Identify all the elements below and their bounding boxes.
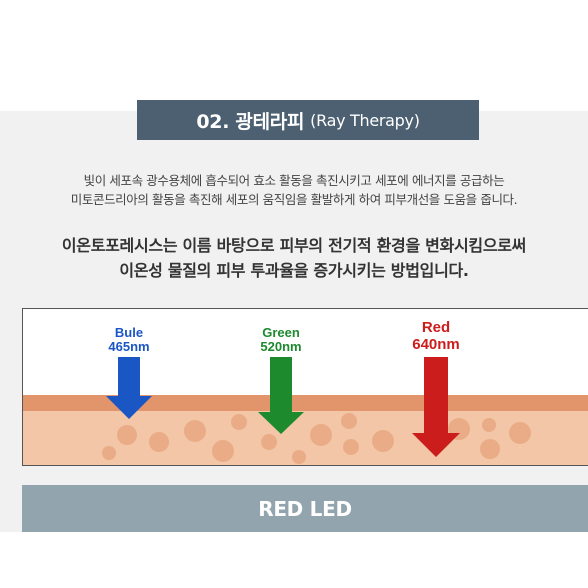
light-arrows bbox=[106, 357, 460, 457]
red-light-wavelength: 640nm bbox=[412, 336, 460, 353]
highlight-text: 이온토포레시스는 이름 바탕으로 피부의 전기적 환경을 변화시킴으로써 이온성… bbox=[0, 233, 588, 283]
red-light-name: Red bbox=[422, 319, 450, 336]
skin-cell bbox=[102, 446, 116, 460]
section-title: 02. 광테라피 bbox=[196, 110, 305, 133]
skin-cell bbox=[372, 430, 394, 452]
green-light-name: Green bbox=[262, 325, 300, 340]
skin-cell bbox=[509, 422, 531, 444]
skin-cell bbox=[117, 425, 137, 445]
skin-cell bbox=[231, 414, 247, 430]
skin-cell bbox=[292, 450, 306, 464]
section-title-bar: 02. 광테라피 (Ray Therapy) bbox=[137, 100, 479, 140]
skin-cell bbox=[212, 440, 234, 462]
highlight-line-1: 이온토포레시스는 이름 바탕으로 피부의 전기적 환경을 변화시킴으로써 bbox=[61, 236, 527, 255]
skin-cell bbox=[310, 424, 332, 446]
description-line-2: 미토콘드리아의 활동을 촉진해 세포의 움직임을 활발하게 하여 피부개선을 도… bbox=[70, 192, 518, 207]
description-line-1: 빛이 세포속 광수용체에 흡수되어 효소 활동을 촉진시키고 세포에 에너지를 … bbox=[83, 173, 505, 188]
green-light-arrow bbox=[258, 357, 304, 434]
skin-cell bbox=[184, 420, 206, 442]
red-led-section-bar: RED LED bbox=[22, 485, 588, 532]
red-light-arrow bbox=[412, 357, 460, 457]
highlight-line-2: 이온성 물질의 피부 투과율을 증가시키는 방법입니다. bbox=[119, 261, 469, 280]
green-light-wavelength: 520nm bbox=[260, 339, 301, 354]
section-subtitle: (Ray Therapy) bbox=[310, 110, 420, 130]
description-text: 빛이 세포속 광수용체에 흡수되어 효소 활동을 촉진시키고 세포에 에너지를 … bbox=[0, 171, 588, 209]
bule-light-name: Bule bbox=[115, 325, 143, 340]
bule-light-wavelength: 465nm bbox=[108, 339, 149, 354]
skin-cell bbox=[482, 418, 496, 432]
skin-cell bbox=[149, 432, 169, 452]
skin-cell bbox=[480, 439, 500, 459]
red-led-label: RED LED bbox=[258, 496, 352, 521]
skin-cell bbox=[343, 439, 359, 455]
skin-cell bbox=[341, 413, 357, 429]
bule-light-arrow bbox=[106, 357, 152, 419]
skin-cell bbox=[261, 434, 277, 450]
